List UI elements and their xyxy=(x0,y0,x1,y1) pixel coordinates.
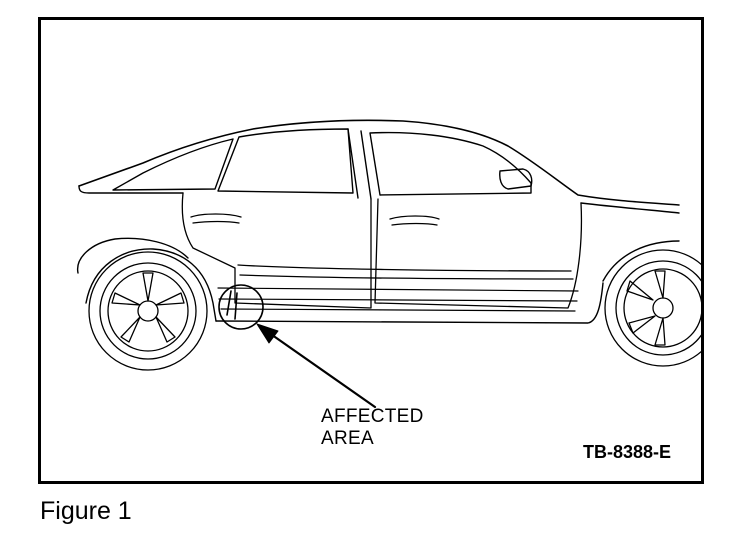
rear-wheel-arch xyxy=(85,248,217,322)
figure-frame: AFFECTED AREA TB-8388-E xyxy=(38,17,704,484)
rear-door-window xyxy=(217,128,354,194)
bulletin-code: TB-8388-E xyxy=(582,442,671,462)
roof-line xyxy=(78,119,680,206)
rear-body-curve xyxy=(77,237,189,274)
body-side-moulding xyxy=(237,264,574,280)
callout-line-2: AREA xyxy=(321,428,374,449)
front-wheel xyxy=(604,249,701,367)
affected-area-label: AFFECTED AREA xyxy=(321,406,424,450)
affected-area-circle xyxy=(218,284,264,330)
front-body xyxy=(580,202,680,214)
rear-wheel xyxy=(88,251,208,371)
car-side-illustration xyxy=(77,119,701,409)
rear-deck-line xyxy=(78,185,184,194)
b-pillar xyxy=(347,128,372,200)
rear-window-outline xyxy=(112,138,234,191)
rocker-lines xyxy=(217,287,579,312)
rear-door-outline xyxy=(181,192,372,309)
side-mirror xyxy=(499,168,533,190)
rocker-bottom xyxy=(215,282,604,324)
front-fender-arch xyxy=(602,240,680,282)
front-door-window xyxy=(369,131,532,196)
pointer-arrow xyxy=(256,323,377,409)
figure-caption: Figure 1 xyxy=(40,497,132,525)
front-door-outline xyxy=(374,198,583,309)
door-handle-rear xyxy=(190,213,242,224)
door-handle-front xyxy=(389,215,440,226)
callout-line-1: AFFECTED xyxy=(321,406,424,427)
